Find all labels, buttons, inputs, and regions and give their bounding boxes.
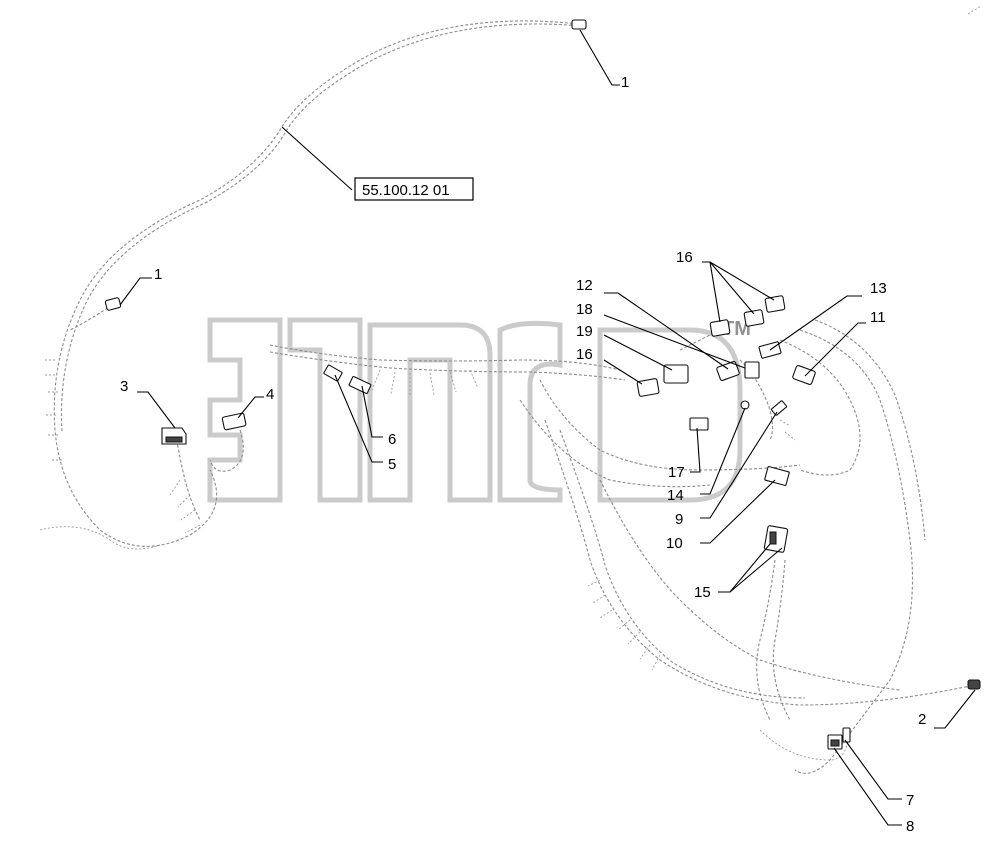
callout-3: 3: [120, 378, 128, 395]
callout-2: 2: [918, 711, 926, 728]
connector-2: [967, 679, 981, 690]
callout-19: 19: [576, 323, 593, 340]
watermark-trademark: TM: [722, 318, 751, 340]
callout-9: 9: [675, 511, 683, 528]
reference-label-group: 55.100.12 01: [281, 126, 474, 201]
connector-16c: [764, 295, 786, 313]
connector-16d: [636, 378, 660, 397]
connector-8-detail: [830, 739, 840, 747]
connector-7: [842, 727, 851, 743]
connector-17: [689, 417, 709, 431]
callout-7: 7: [906, 792, 914, 809]
connector-10: [764, 466, 790, 486]
corner-mark: [967, 5, 982, 15]
connector-9: [770, 400, 788, 416]
callout-1-left: 1: [154, 266, 162, 283]
reference-box: [354, 177, 474, 201]
connector-12: [716, 361, 740, 381]
callout-15: 15: [694, 584, 711, 601]
connector-14: [740, 400, 750, 410]
callout-12: 12: [576, 277, 593, 294]
connector-4: [221, 412, 247, 431]
callout-11: 11: [870, 309, 886, 326]
connector-1-left: [104, 297, 122, 311]
callout-13: 13: [870, 280, 887, 297]
connector-5: [323, 364, 343, 382]
callout-16-mid: 16: [576, 346, 593, 363]
callout-10: 10: [666, 535, 683, 552]
reference-label: 55.100.12 01: [362, 182, 450, 199]
connector-6: [348, 376, 372, 394]
connector-1-top: [571, 19, 587, 30]
callout-16-top: 16: [676, 249, 693, 266]
callout-14: 14: [667, 487, 684, 504]
callout-6: 6: [388, 431, 396, 448]
connector-15-detail: [769, 531, 777, 545]
callout-labels: 1 1 2 3 4 5 6 7 8 9 10 11 12 13 14 15 16…: [120, 74, 926, 835]
callout-8: 8: [906, 818, 914, 835]
callout-1-top: 1: [621, 74, 629, 91]
connector-16a: [709, 319, 731, 337]
connector-3-detail: [165, 436, 183, 443]
callout-5: 5: [388, 456, 396, 473]
connector-11: [792, 365, 816, 385]
connector-18: [744, 361, 760, 379]
connector-16b: [743, 309, 765, 327]
callout-4: 4: [266, 386, 274, 403]
harness-wires: [39, 20, 976, 774]
callout-18: 18: [576, 301, 593, 318]
leader-lines: [119, 29, 976, 826]
callout-17: 17: [668, 464, 685, 481]
